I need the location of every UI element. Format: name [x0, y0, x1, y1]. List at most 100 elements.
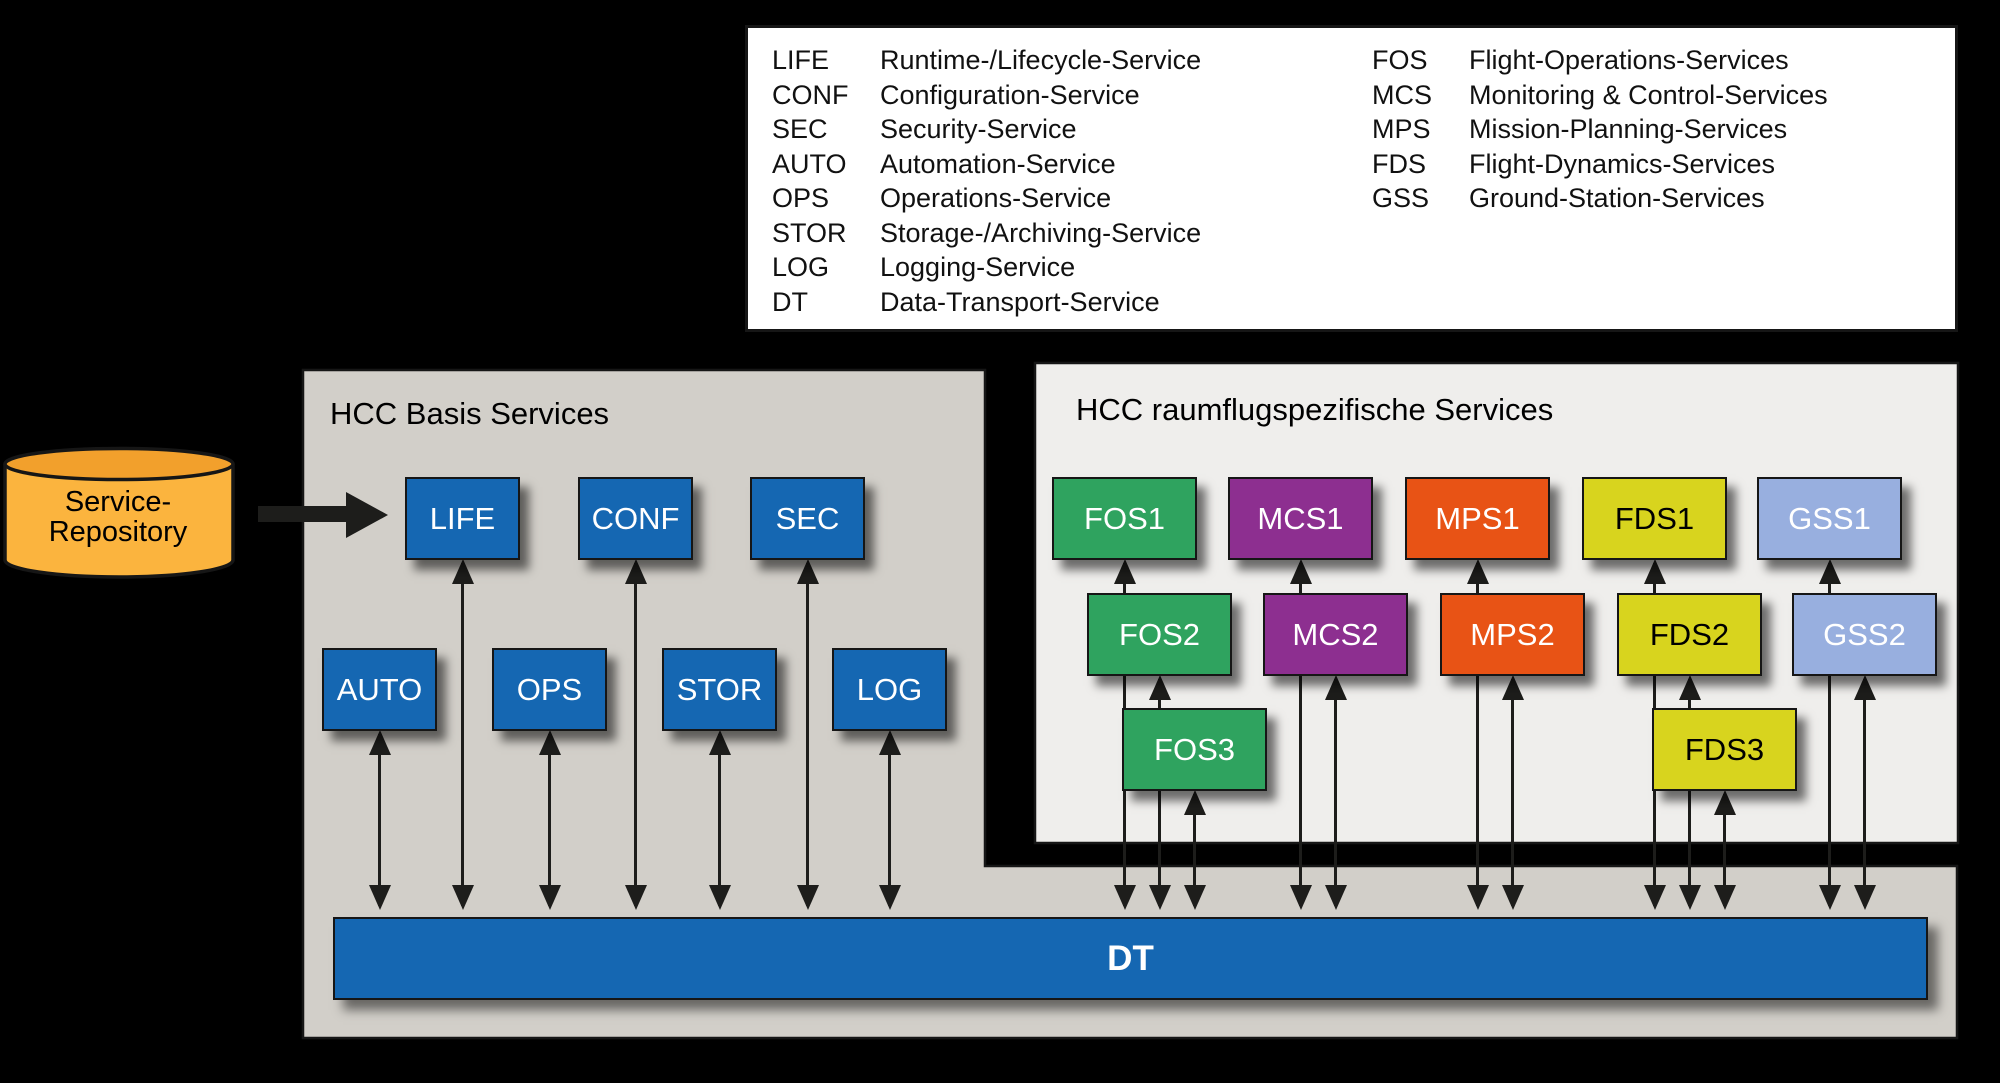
arrowhead-up-icon	[1289, 559, 1312, 584]
connector-MCS1	[1289, 559, 1312, 910]
repo-label-line1: Service-	[64, 486, 172, 518]
service-box-AUTO: AUTO	[322, 648, 437, 731]
cylinder-top	[3, 446, 235, 482]
arrowhead-up-icon	[368, 730, 391, 755]
legend-desc-FDS: Flight-Dynamics-Services	[1469, 148, 1776, 179]
arrowhead-up-icon	[1713, 790, 1736, 815]
service-box-GSS1: GSS1	[1757, 477, 1902, 560]
service-box-label: MCS2	[1292, 616, 1379, 652]
service-box-label: FOS3	[1154, 731, 1235, 767]
service-box-label: FOS1	[1084, 500, 1165, 536]
basis-panel-title: HCC Basis Services	[330, 396, 610, 431]
service-box-label: LIFE	[429, 500, 496, 536]
arrowhead-up-icon	[1466, 559, 1489, 584]
legend-desc-STOR: Storage-/Archiving-Service	[880, 217, 1202, 248]
legend-abbr-AUTO: AUTO	[772, 148, 847, 179]
legend-desc-FOS: Flight-Operations-Services	[1469, 45, 1789, 76]
service-box-MCS1: MCS1	[1228, 477, 1373, 560]
arrowhead-down-icon	[1643, 885, 1666, 910]
legend-desc-LOG: Logging-Service	[880, 252, 1076, 283]
connector-line	[378, 734, 381, 906]
service-box-label: FDS3	[1684, 731, 1765, 767]
arrowhead-down-icon	[708, 885, 731, 910]
connector-line	[461, 563, 464, 906]
legend-abbr-LOG: LOG	[772, 252, 830, 283]
legend-abbr-MCS: MCS	[1372, 79, 1432, 110]
connector-STOR	[708, 730, 731, 910]
service-box-label: AUTO	[336, 671, 423, 707]
service-box-MCS2: MCS2	[1263, 593, 1408, 676]
arrowhead-down-icon	[1148, 885, 1171, 910]
service-box-label: FOS2	[1119, 616, 1200, 652]
service-box-label: STOR	[676, 671, 763, 707]
arrowhead-up-icon	[1324, 675, 1347, 700]
connector-AUTO	[368, 730, 391, 910]
connector-GSS2	[1853, 675, 1876, 910]
connector-line	[1299, 563, 1302, 906]
legend-desc-SEC: Security-Service	[880, 114, 1077, 145]
arrowhead-down-icon	[1501, 885, 1524, 910]
arrowhead-down-icon	[624, 885, 647, 910]
service-box-CONF: CONF	[578, 477, 693, 560]
arrowhead-up-icon	[451, 559, 474, 584]
legend-abbr-STOR: STOR	[772, 217, 847, 248]
service-box-MPS1: MPS1	[1405, 477, 1550, 560]
legend-abbr-FDS: FDS	[1372, 148, 1426, 179]
legend-desc-LIFE: Runtime-/Lifecycle-Service	[880, 45, 1202, 76]
service-box-label: FDS2	[1649, 616, 1730, 652]
service-box-OPS: OPS	[492, 648, 607, 731]
service-box-label: FDS1	[1614, 500, 1695, 536]
arrowhead-down-icon	[878, 885, 901, 910]
service-box-FDS1: FDS1	[1582, 477, 1727, 560]
legend-abbr-GSS: GSS	[1372, 183, 1430, 214]
legend-abbr-FOS: FOS	[1372, 45, 1428, 76]
connector-line	[1863, 679, 1866, 906]
legend-abbr-CONF: CONF	[772, 79, 849, 110]
legend-abbr-OPS: OPS	[772, 183, 830, 214]
arrowhead-up-icon	[1818, 559, 1841, 584]
arrowhead-down-icon	[451, 885, 474, 910]
arrowhead-up-icon	[1501, 675, 1524, 700]
connector-FOS3	[1183, 790, 1206, 910]
service-box-FDS2: FDS2	[1617, 593, 1762, 676]
arrowhead-up-icon	[1113, 559, 1136, 584]
arrowhead-down-icon	[1853, 885, 1876, 910]
service-repository-label: Service- Repository	[3, 487, 233, 547]
connector-line	[634, 563, 637, 906]
service-box-LOG: LOG	[832, 648, 947, 731]
connector-line	[1723, 794, 1726, 906]
service-box-STOR: STOR	[662, 648, 777, 731]
cylinder-body	[3, 464, 235, 579]
connector-FDS2	[1678, 675, 1701, 910]
service-box-label: LOG	[856, 671, 923, 707]
connector-line	[1688, 679, 1691, 906]
connector-line	[1158, 679, 1161, 906]
legend-desc-GSS: Ground-Station-Services	[1469, 183, 1765, 214]
arrowhead-down-icon	[796, 885, 819, 910]
service-box-label: SEC	[775, 500, 840, 536]
connector-line	[888, 734, 891, 906]
legend-desc-CONF: Configuration-Service	[880, 79, 1140, 110]
service-box-label: CONF	[591, 500, 680, 536]
arrowhead-down-icon	[1289, 885, 1312, 910]
connector-MPS1	[1466, 559, 1489, 910]
arrowhead-down-icon	[1818, 885, 1841, 910]
connector-FOS2	[1148, 675, 1171, 910]
arrowhead-down-icon	[1324, 885, 1347, 910]
arrowhead-down-icon	[368, 885, 391, 910]
arrowhead-down-icon	[1466, 885, 1489, 910]
repo-label-line2: Repository	[48, 516, 188, 548]
arrowhead-up-icon	[1853, 675, 1876, 700]
legend-desc-MCS: Monitoring & Control-Services	[1469, 79, 1828, 110]
space-panel-title: HCC raumflugspezifische Services	[1076, 392, 1554, 427]
service-box-GSS2: GSS2	[1792, 593, 1937, 676]
arrowhead-up-icon	[1183, 790, 1206, 815]
service-box-FOS3: FOS3	[1122, 708, 1267, 791]
connector-MCS2	[1324, 675, 1347, 910]
connector-line	[1828, 563, 1831, 906]
service-box-label: GSS1	[1788, 500, 1871, 536]
arrowhead-up-icon	[1678, 675, 1701, 700]
